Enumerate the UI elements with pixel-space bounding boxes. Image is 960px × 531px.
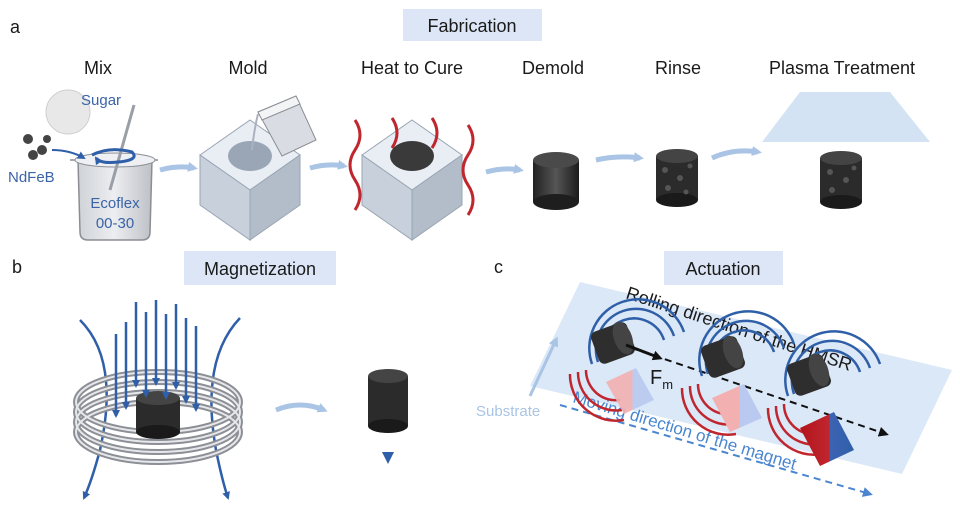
ndfeb-particle: [43, 135, 51, 143]
process-arrow: [595, 152, 644, 163]
panel-a: a Fabrication Mix Mold Heat to Cure Demo…: [8, 9, 930, 241]
permanent-magnet-3: [800, 412, 854, 466]
panel-b: b Magnetization: [12, 251, 408, 500]
process-arrow: [275, 402, 328, 413]
demolded-cylinder: [533, 152, 579, 210]
beaker-rim: [74, 152, 156, 168]
heat-wave: [430, 117, 439, 149]
robot-in-coil: [136, 391, 180, 439]
heat-wave: [461, 124, 475, 216]
ecoflex-grade-label: 00-30: [96, 215, 134, 232]
pouring-cup: [251, 95, 317, 157]
substrate-pointer: [528, 336, 559, 397]
heat-wave: [390, 117, 399, 149]
ecoflex-label: Ecoflex: [90, 195, 140, 212]
force-subscript: m: [662, 377, 673, 392]
step-label-plasma-treatment: Plasma Treatment: [769, 58, 915, 78]
force-symbol: F: [650, 367, 662, 389]
panel-b-letter: b: [12, 257, 22, 277]
process-arrow: [309, 159, 348, 171]
ndfeb-particle: [23, 134, 33, 144]
heat-wave: [348, 119, 362, 211]
magnetizing-field-arrows: [112, 300, 200, 418]
plasma-beam: [762, 92, 930, 142]
step-label-demold: Demold: [522, 58, 584, 78]
substrate-plane: [530, 282, 952, 474]
ndfeb-particle: [37, 145, 47, 155]
step-label-mold: Mold: [228, 58, 267, 78]
ndfeb-particle: [28, 150, 38, 160]
ndfeb-flow-arrow: [51, 149, 86, 159]
hmsr-robot-2: [701, 335, 745, 378]
permanent-magnet-2: [712, 384, 762, 432]
actuation-title: Actuation: [685, 259, 760, 279]
step-label-heat-to-cure: Heat to Cure: [361, 58, 463, 78]
fabrication-title-box: [403, 9, 542, 41]
sugar-label: Sugar: [81, 92, 121, 109]
swirl-arrow: [91, 148, 136, 166]
magnetic-force-arrow: [625, 343, 663, 361]
magnetization-title: Magnetization: [204, 259, 316, 279]
permanent-magnet-1: [606, 368, 654, 414]
process-arrow: [485, 163, 524, 175]
step-label-mix: Mix: [84, 58, 112, 78]
field-line: [210, 317, 241, 500]
panel-a-letter: a: [10, 17, 21, 37]
fabrication-title: Fabrication: [427, 16, 516, 36]
actuation-title-box: [664, 251, 783, 285]
force-label: Fm: [650, 367, 673, 392]
beaker: [70, 159, 158, 241]
sugar-ball: [45, 89, 91, 135]
panel-c: c Actuation Rolling direction of the HMS…: [476, 251, 952, 497]
process-arrow: [159, 161, 198, 173]
magnetization-arrowhead: [382, 452, 394, 464]
ndfeb-label: NdFeB: [8, 169, 55, 186]
hmsr-robot-3: [787, 353, 831, 396]
process-arrow: [710, 146, 762, 161]
curing-cube: [361, 119, 463, 241]
plasma-treated-robot: [820, 151, 862, 209]
stirring-rod: [108, 104, 136, 191]
panel-c-letter: c: [494, 257, 503, 277]
rinsed-porous-robot: [656, 149, 698, 207]
magnetization-title-box: [184, 251, 336, 285]
step-label-rinse: Rinse: [655, 58, 701, 78]
substrate-label: Substrate: [476, 403, 540, 420]
